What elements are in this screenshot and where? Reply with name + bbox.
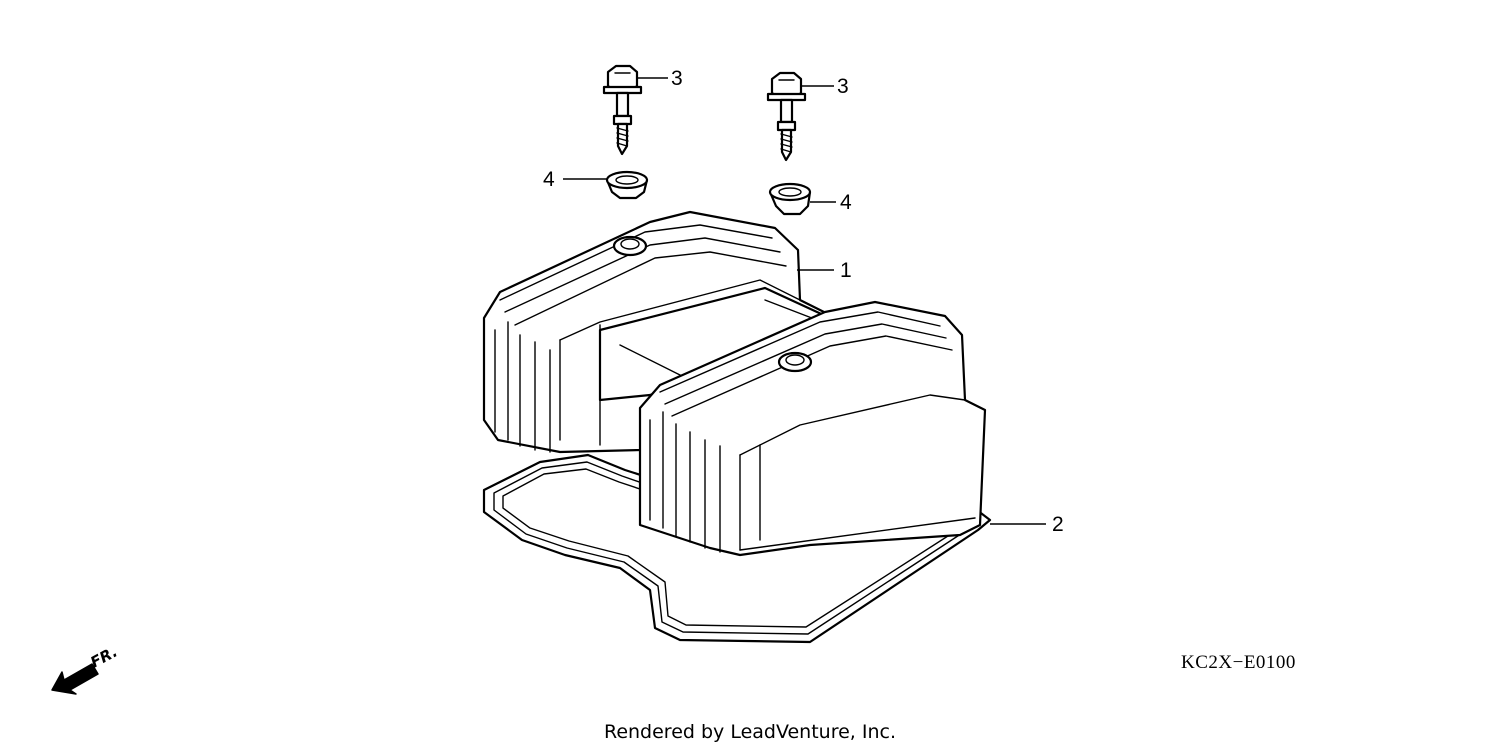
diagram-code: KC2X−E0100: [1181, 652, 1296, 673]
callout-label-washer-left: 4: [543, 168, 555, 191]
bolt-left-part[interactable]: [602, 64, 643, 156]
callout-cover[interactable]: 1: [797, 259, 852, 282]
callout-label-bolt-right: 3: [837, 75, 849, 98]
render-credit: Rendered by LeadVenture, Inc.: [604, 721, 896, 743]
bolt-right-part[interactable]: [766, 71, 807, 162]
callout-bolt-right[interactable]: 3: [801, 75, 849, 98]
callout-label-gasket: 2: [1052, 513, 1064, 536]
callout-label-bolt-left: 3: [671, 67, 683, 90]
callout-washer-right[interactable]: 4: [810, 191, 852, 214]
callout-gasket[interactable]: 2: [990, 513, 1064, 536]
washer-left-part[interactable]: [605, 170, 649, 200]
washer-right-part[interactable]: [768, 182, 812, 216]
callout-washer-left[interactable]: 4: [543, 168, 607, 191]
callout-label-washer-right: 4: [840, 191, 852, 214]
head-cover-part[interactable]: [482, 210, 987, 557]
front-arrow-icon: [51, 663, 99, 695]
callout-label-cover: 1: [840, 259, 852, 282]
callout-bolt-left[interactable]: 3: [637, 67, 683, 90]
front-direction-indicator: FR.: [51, 643, 120, 695]
